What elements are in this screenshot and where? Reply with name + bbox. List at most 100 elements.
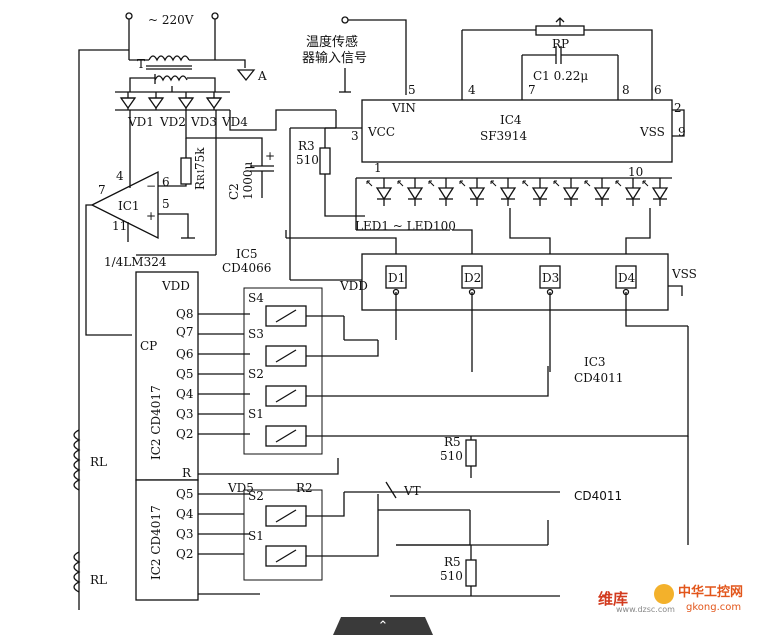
vd3-label: VD3 — [190, 115, 217, 129]
svg-text:−: − — [146, 179, 156, 193]
svg-text:+: + — [146, 209, 156, 223]
svg-text:9: 9 — [678, 125, 686, 139]
led-diode — [397, 178, 424, 206]
ic2-reset: R — [182, 466, 192, 480]
svg-text:D1: D1 — [388, 271, 405, 285]
ic5-part: CD4066 — [222, 261, 271, 275]
ic3-name: IC3 — [584, 355, 606, 369]
svg-text:3: 3 — [351, 129, 359, 143]
ic2-cd4017-upper: VDD CP R IC2 CD4017 Q8 Q7 Q6 Q5 Q4 Q3 Q2 — [135, 271, 339, 481]
svg-text:10: 10 — [628, 165, 643, 179]
led-diode — [428, 178, 455, 206]
left-supply-rail — [78, 49, 129, 610]
power-supply: ~ 220V A T — [125, 12, 267, 92]
svg-text:S1: S1 — [248, 529, 264, 543]
svg-text:2: 2 — [674, 101, 682, 115]
svg-text:510: 510 — [296, 153, 319, 167]
svg-text:VIN: VIN — [391, 101, 416, 115]
svg-text:Q4: Q4 — [176, 507, 194, 521]
svg-text:Q2: Q2 — [176, 427, 193, 441]
c2-name: C2 — [227, 183, 241, 200]
svg-text:Q5: Q5 — [176, 487, 193, 501]
svg-text:5: 5 — [162, 197, 170, 211]
led-diode — [366, 178, 393, 206]
relay-coil-1: RL — [73, 429, 107, 491]
ic2-vdd: VDD — [161, 279, 190, 293]
svg-text:6: 6 — [162, 175, 170, 189]
ic1-opamp: IC1 − + 4 6 5 7 11 1/4LM324 — [85, 168, 195, 336]
svg-text:+: + — [265, 149, 275, 163]
ground-a-symbol — [236, 69, 256, 82]
ic2-cp: CP — [140, 339, 157, 353]
ic2-name-upper: IC2 CD4017 — [149, 385, 163, 460]
diode-vd1 — [119, 92, 137, 110]
vd1-label: VD1 — [127, 115, 154, 129]
led-diode — [459, 178, 486, 206]
svg-text:S3: S3 — [248, 327, 264, 341]
led-diode — [642, 178, 669, 206]
ic2-name-lower: IC2 CD4017 — [149, 505, 163, 580]
svg-text:8: 8 — [622, 83, 630, 97]
resistor-r1: RR1 75k — [180, 138, 207, 190]
led-array: LED1 ~ LED100 — [355, 177, 672, 233]
svg-text:VD5: VD5 — [227, 481, 254, 495]
svg-text:gkong.com: gkong.com — [686, 602, 741, 613]
ic4-sf3914: VIN VCC IC4 SF3914 VSS 5 4 7 8 6 2 9 3 1… — [335, 17, 686, 179]
svg-text:Q7: Q7 — [176, 325, 193, 339]
sensor-input: 温度传感 器输入信号 — [302, 16, 407, 95]
ic5-switch-block-lower: S2 S1 VD5 R2 VT CD4011 — [227, 436, 689, 581]
resistor-r5-lower: R5 510 — [390, 545, 560, 597]
svg-text:S2: S2 — [248, 367, 264, 381]
ic1-label: IC1 — [118, 199, 140, 213]
svg-text:R5: R5 — [444, 555, 461, 569]
resistor-r3: R3 510 — [296, 127, 365, 217]
transformer-label: T — [137, 57, 145, 71]
svg-text:RR1: RR1 — [193, 168, 207, 190]
svg-text:维库: 维库 — [598, 590, 628, 608]
gkong-watermark-logo: 维库 www.dzsc.com 中华工控网 gkong.com — [598, 584, 743, 614]
svg-text:510: 510 — [440, 449, 463, 463]
svg-text:VT: VT — [403, 484, 421, 498]
supply-label: ~ 220V — [148, 13, 194, 27]
svg-text:VDD: VDD — [339, 279, 368, 293]
svg-text:7: 7 — [528, 83, 536, 97]
svg-text:7: 7 — [98, 183, 106, 197]
sensor-label-2: 器输入信号 — [302, 50, 367, 66]
diode-vd3 — [177, 92, 195, 110]
svg-text:Q6: Q6 — [176, 347, 193, 361]
svg-text:R5: R5 — [444, 435, 461, 449]
led-diode — [615, 178, 642, 206]
svg-text:Q3: Q3 — [176, 407, 193, 421]
ground-a-label: A — [257, 69, 267, 83]
svg-text:Q8: Q8 — [176, 307, 193, 321]
scroll-up-button[interactable]: ⌃ — [333, 617, 433, 635]
led-diode — [490, 178, 517, 206]
c2-value: 1000μ — [241, 161, 255, 200]
vd2-label: VD2 — [159, 115, 186, 129]
ic3-part: CD4011 — [574, 371, 623, 385]
svg-text:1: 1 — [374, 161, 382, 175]
svg-text:75k: 75k — [193, 147, 207, 170]
resistor-r5-upper: R5 510 — [440, 435, 477, 478]
bridge-rectifier: VD1 VD2 VD3 VD4 — [115, 91, 336, 168]
svg-text:D2: D2 — [464, 271, 481, 285]
svg-text:4: 4 — [468, 83, 476, 97]
led-range-label: LED1 ~ LED100 — [355, 219, 456, 233]
sensor-label-1: 温度传感 — [306, 34, 358, 50]
ic3-cd4011: VDD VSS D1 D2 D3 D4 IC3 CD4011 — [285, 208, 697, 385]
svg-text:中华工控网: 中华工控网 — [678, 584, 743, 600]
relay-coil-2: RL — [73, 551, 107, 593]
svg-text:S1: S1 — [248, 407, 264, 421]
ic4-name: IC4 — [500, 113, 522, 127]
svg-text:VCC: VCC — [367, 125, 395, 139]
svg-text:5: 5 — [408, 83, 416, 97]
ic1-part-label: 1/4LM324 — [104, 255, 167, 269]
svg-text:Q4: Q4 — [176, 387, 194, 401]
svg-text:VSS: VSS — [671, 267, 697, 281]
svg-text:S2: S2 — [248, 489, 264, 503]
ic5-switch-block: S4 S3 S2 S1 — [243, 287, 689, 455]
ic3-lower-label: CD4011 — [574, 489, 622, 503]
capacitor-c2: + C2 1000μ — [227, 149, 275, 200]
svg-text:Q3: Q3 — [176, 527, 193, 541]
svg-text:D4: D4 — [618, 271, 636, 285]
